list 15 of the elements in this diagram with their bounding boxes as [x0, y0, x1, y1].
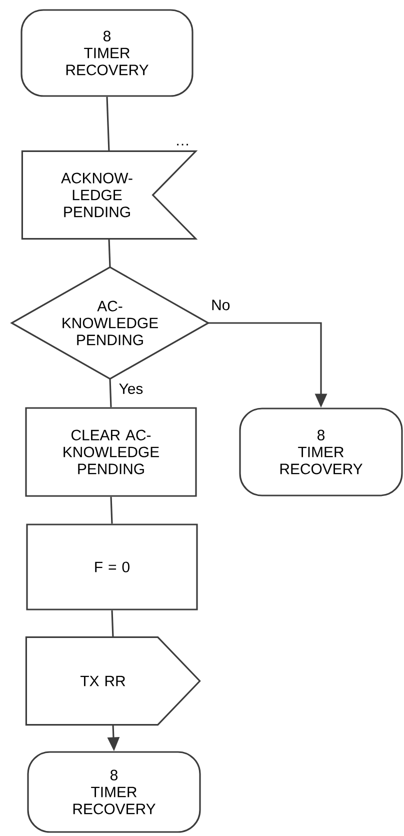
ellipsis-mark: …	[177, 144, 188, 146]
state-box: 8 TIMER RECOVERY	[27, 751, 201, 833]
connector-line	[111, 610, 114, 638]
output-pentagon: TX RR	[25, 636, 201, 726]
edge-label: No	[209, 298, 232, 312]
connector-line	[109, 378, 112, 408]
process-box: F = 0	[26, 524, 198, 610]
input-flag: ACKNOW- LEDGE PENDING	[21, 150, 198, 240]
process-box: CLEAR AC- KNOWLEDGE PENDING	[25, 407, 197, 497]
connector-line	[110, 496, 113, 524]
state-box: 8 TIMER RECOVERY	[20, 9, 194, 97]
edge-label: Yes	[116, 382, 146, 396]
connector-line	[108, 238, 111, 268]
state-box: 8 TIMER RECOVERY	[239, 408, 403, 496]
connector-line	[106, 96, 110, 152]
